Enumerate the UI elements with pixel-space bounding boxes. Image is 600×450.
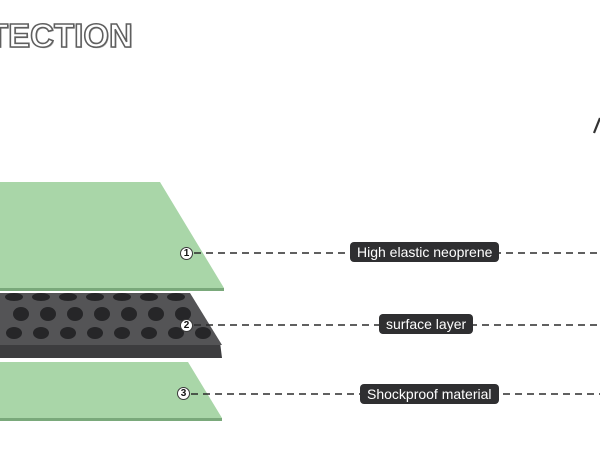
perforation-dot	[140, 293, 158, 301]
layer-number-2: 2	[180, 319, 193, 332]
perforation-dot	[168, 327, 184, 339]
perforation-dot	[148, 307, 164, 321]
perforation-dot	[32, 293, 50, 301]
perforation-dot	[94, 307, 110, 321]
layer-number-3: 3	[177, 387, 190, 400]
perforation-dot	[121, 307, 137, 321]
shockproof-layer-edge	[0, 418, 222, 421]
shockproof-layer	[0, 362, 222, 418]
perforation-dot	[114, 327, 130, 339]
perforation-dot	[113, 293, 131, 301]
surface-layer	[0, 293, 222, 345]
perforation-dot	[33, 327, 49, 339]
arrow-icon	[592, 117, 600, 134]
page-heading: TECTION	[0, 14, 133, 58]
page-heading-text: TECTION	[0, 16, 133, 55]
perforation-dot	[141, 327, 157, 339]
perforation-dot	[167, 293, 185, 301]
perforation-dot	[195, 327, 211, 339]
perforation-dot	[175, 307, 191, 321]
neoprene-layer	[0, 182, 224, 288]
perforation-dot	[87, 327, 103, 339]
layer-label-shockproof: Shockproof material	[360, 384, 499, 404]
layer-label-surface: surface layer	[379, 314, 474, 334]
perforation-dot	[13, 307, 29, 321]
layer-number-1: 1	[180, 247, 193, 260]
perforation-dot	[59, 293, 77, 301]
surface-layer-side	[0, 342, 222, 358]
perforation-dot	[40, 307, 56, 321]
perforation-dot	[60, 327, 76, 339]
layer-label-neoprene: High elastic neoprene	[350, 242, 500, 262]
perforation-dot	[5, 293, 23, 301]
perforation-dot	[67, 307, 83, 321]
neoprene-layer-edge	[0, 288, 224, 291]
perforation-dot	[86, 293, 104, 301]
perforation-dot	[6, 327, 22, 339]
surface-layer-dots	[5, 293, 211, 339]
